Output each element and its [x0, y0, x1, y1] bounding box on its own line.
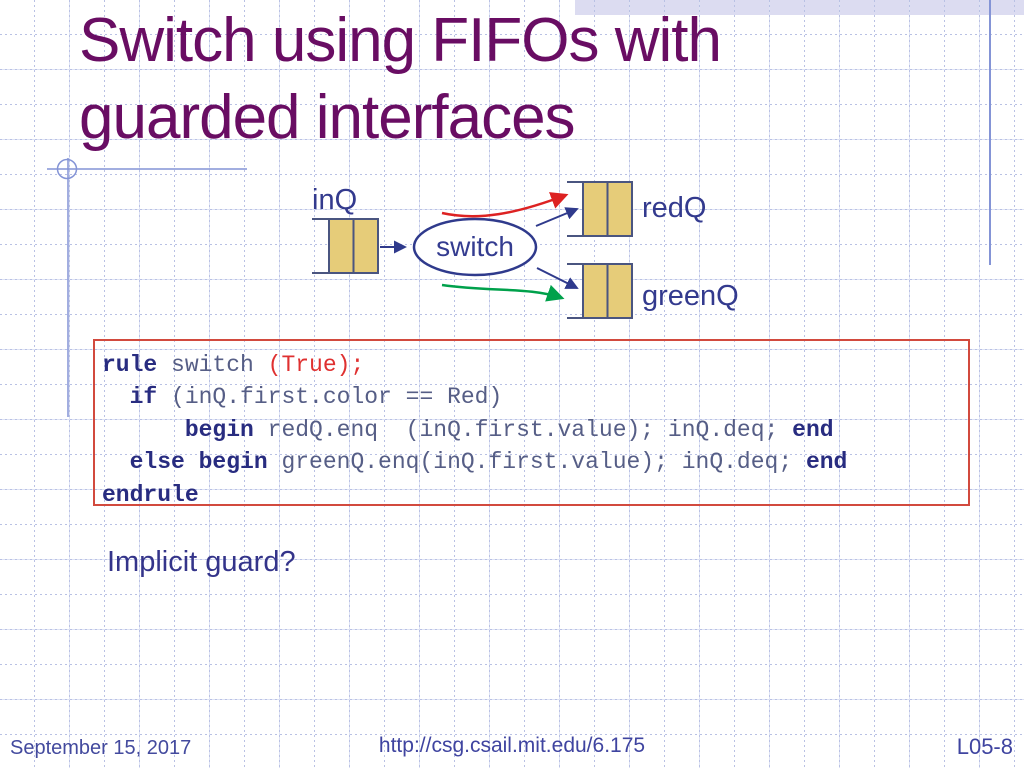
- code-token: [102, 449, 130, 475]
- fifo-redq-cell: [606, 181, 633, 237]
- implicit-guard-question: Implicit guard?: [107, 546, 296, 578]
- code-token: (inQ.first.color == Red): [157, 384, 503, 411]
- code-line-5: endrule: [102, 479, 968, 511]
- code-token: else begin: [129, 449, 268, 476]
- footer-date: September 15, 2017: [10, 737, 192, 759]
- redq-label: redQ: [642, 192, 707, 224]
- code-block: rule switch (True); if (inQ.first.color …: [95, 341, 968, 511]
- code-line-3: begin redQ.enq (inQ.first.value); inQ.de…: [102, 414, 968, 446]
- code-line-2: if (inQ.first.color == Red): [102, 381, 968, 413]
- fifo-inq-cell: [328, 218, 355, 274]
- code-line-4: else begin greenQ.enq(inQ.first.value); …: [102, 446, 968, 478]
- fifo-redq: [567, 181, 633, 237]
- code-token: redQ.enq (inQ.first.value); inQ.deq;: [253, 416, 793, 443]
- compass-circle-icon: [56, 158, 78, 180]
- code-token: [102, 384, 130, 410]
- code-token: end: [792, 416, 834, 443]
- code-token: (True);: [267, 352, 365, 378]
- code-token: endrule: [102, 481, 199, 508]
- switch-label: switch: [436, 231, 514, 262]
- code-token: greenQ.enq(inQ.first.value); inQ.deq;: [267, 449, 806, 476]
- code-line-1: rule switch (True);: [102, 349, 968, 381]
- code-token: switch: [157, 352, 268, 378]
- fifo-greenq-cell: [582, 263, 609, 319]
- footer-page-number: L05-8: [956, 734, 1013, 759]
- code-box: rule switch (True); if (inQ.first.color …: [93, 339, 970, 508]
- greenq-label: greenQ: [642, 280, 739, 312]
- green-token-arrow: [441, 283, 565, 302]
- page-title-line2: guarded interfaces: [79, 83, 576, 152]
- fifo-redq-cell: [582, 181, 609, 237]
- code-token: end: [805, 449, 848, 476]
- switch-to-greenq-arrow: [536, 267, 579, 289]
- fifo-inq-cell: [352, 218, 379, 274]
- fifo-greenq-cell: [606, 263, 633, 319]
- inq-label: inQ: [312, 184, 358, 216]
- page-title-line1: Switch using FIFOs with: [79, 6, 722, 75]
- fifo-inq: [312, 218, 379, 274]
- fifo-greenq: [567, 263, 633, 319]
- code-token: begin: [184, 416, 254, 443]
- code-token: rule: [102, 352, 158, 378]
- code-token: [102, 417, 185, 443]
- red-token-arrow: [441, 192, 569, 218]
- code-token: if: [129, 384, 158, 411]
- footer-url: http://csg.csail.mit.edu/6.175: [378, 734, 646, 757]
- switch-to-redq-arrow: [535, 207, 579, 227]
- page-title: Switch using FIFOs with guarded interfac…: [79, 2, 979, 156]
